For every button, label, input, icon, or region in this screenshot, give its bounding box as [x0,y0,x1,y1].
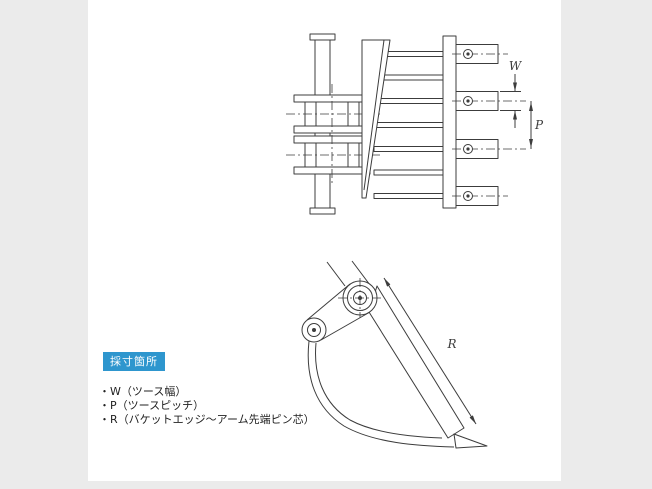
tooth-4 [452,186,508,206]
cutting-edge-bar [442,35,457,209]
legend-item-p: ・P（ツースピッチ） [99,399,205,412]
bucket-body [361,39,391,199]
bucket-slats [373,51,445,199]
dimension-label-w: W [509,59,523,73]
dimension-label-r: R [446,337,456,351]
link-pin-boss [301,317,327,343]
w-dimension: W [500,59,523,128]
r-dimension: R [383,277,477,425]
bucket-shell [307,285,465,448]
bucket-teeth [452,44,526,206]
tooth-2 [452,91,526,111]
legend-item-r: ・R（バケットエッジ～アーム先端ピン芯） [99,413,315,426]
legend: ・W（ツース幅） ・P（ツースピッチ） ・R（バケットエッジ～アーム先端ピン芯） [99,385,315,427]
tooth-1 [452,44,508,64]
p-dimension: P [529,101,544,149]
bucket-front-view-drawing: W P [286,33,544,215]
dimension-label-p: P [534,118,544,132]
legend-item-w: ・W（ツース幅） [99,385,187,398]
measure-points-label: 採寸箇所 [103,352,165,371]
arm-pin-boss [338,278,382,318]
arm-link [306,260,371,341]
bucket-side-view-drawing: R [301,260,488,449]
bucket-edge-tooth [453,433,488,449]
tooth-3 [452,139,526,159]
